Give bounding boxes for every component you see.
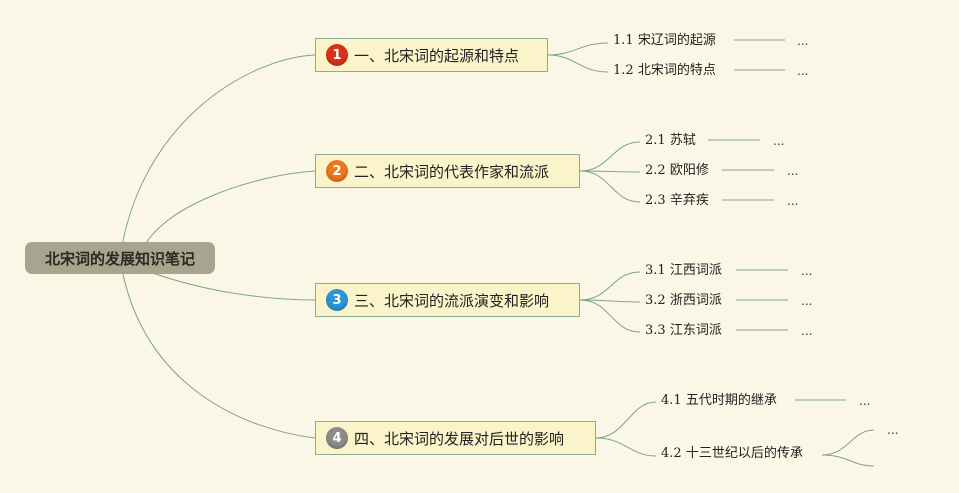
branch-4-title: 四、北宋词的发展对后世的影响 (354, 429, 565, 448)
branch-1-title: 一、北宋词的起源和特点 (354, 46, 520, 65)
leaf-2-3[interactable]: 2.3 辛弃疾 (645, 193, 709, 208)
connector-b2-leaf3 (579, 170, 641, 203)
branch-1[interactable]: 1 一、北宋词的起源和特点 (315, 38, 548, 72)
connector-b3-leaf3 (579, 299, 641, 333)
leaf-4-1-note[interactable]: ... (859, 394, 871, 408)
branch-2-title: 二、北宋词的代表作家和流派 (354, 162, 550, 181)
leaf-3-1[interactable]: 3.1 江西词派 (645, 263, 722, 278)
leaf-1-1[interactable]: 1.1 宋辽词的起源 (613, 33, 716, 48)
connector-leaf42-sub2 (821, 454, 875, 467)
leaf-2-1-note[interactable]: ... (773, 134, 785, 148)
connector-root-4 (119, 257, 316, 439)
connector-root-3 (149, 271, 316, 301)
number-3-icon: 3 (326, 289, 348, 311)
leaf-1-1-note[interactable]: ... (797, 34, 809, 48)
leaf-3-3[interactable]: 3.3 江东词派 (645, 323, 722, 338)
connector-b3-leaf2 (579, 299, 641, 303)
branch-4[interactable]: 4 四、北宋词的发展对后世的影响 (315, 421, 596, 455)
connector-b4-leaf2 (595, 437, 657, 457)
leaf-1-2-note[interactable]: ... (797, 64, 809, 78)
leaf-4-2[interactable]: 4.2 十三世纪以后的传承 (661, 446, 803, 461)
leaf-1-2[interactable]: 1.2 北宋词的特点 (613, 63, 716, 78)
number-1-icon: 1 (326, 44, 348, 66)
leaf-4-1[interactable]: 4.1 五代时期的继承 (661, 393, 777, 408)
leaf-2-1[interactable]: 2.1 苏轼 (645, 133, 696, 148)
branch-2[interactable]: 2 二、北宋词的代表作家和流派 (315, 154, 580, 188)
leaf-3-2-note[interactable]: ... (801, 294, 813, 308)
leaf-4-2-note[interactable]: ... (887, 423, 899, 437)
leaf-2-2-note[interactable]: ... (787, 164, 799, 178)
number-4-icon: 4 (326, 427, 348, 449)
root-topic[interactable]: 北宋词的发展知识笔记 (25, 242, 215, 274)
connector-leaf42-sub1 (821, 429, 875, 456)
connector-root-2 (139, 170, 316, 259)
leaf-2-3-note[interactable]: ... (787, 194, 799, 208)
connector-b1-leaf2 (547, 54, 609, 73)
connector-root-1 (119, 54, 316, 259)
leaf-3-1-note[interactable]: ... (801, 264, 813, 278)
leaf-3-2[interactable]: 3.2 浙西词派 (645, 293, 722, 308)
leaf-2-2[interactable]: 2.2 欧阳修 (645, 163, 709, 178)
connector-b1-leaf1 (547, 42, 609, 56)
branch-3-title: 三、北宋词的流派演变和影响 (354, 291, 550, 310)
connector-b2-leaf2 (579, 170, 641, 173)
branch-3[interactable]: 3 三、北宋词的流派演变和影响 (315, 283, 580, 317)
leaf-3-3-note[interactable]: ... (801, 324, 813, 338)
connector-b4-leaf1 (595, 401, 657, 439)
connector-b2-leaf1 (579, 141, 641, 172)
connector-b3-leaf1 (579, 271, 641, 301)
number-2-icon: 2 (326, 160, 348, 182)
